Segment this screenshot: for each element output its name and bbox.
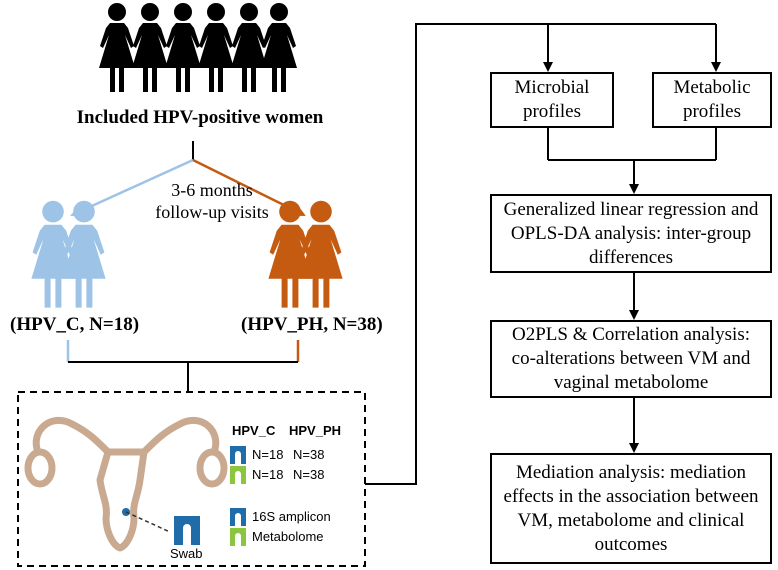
uterus-illustration: [24, 416, 228, 552]
sampling-row1-c: N=18: [252, 447, 284, 462]
swab-pointer-line: [125, 511, 171, 533]
followup-line1: 3-6 months: [171, 180, 253, 200]
step3-text: Mediation analysis: mediation effects in…: [503, 461, 759, 555]
metabolic-profiles-text: Metabolic profiles: [673, 77, 751, 122]
control-women-icons: [31, 200, 106, 308]
metabolome-legend-icons: [230, 466, 246, 546]
control-arrow: [70, 158, 194, 217]
persistence-arrow: [192, 158, 306, 217]
sampling-point: [122, 508, 130, 516]
step1-box: Generalized linear regression and OPLS-D…: [490, 194, 772, 273]
microbial-profiles-box: Microbial profiles: [490, 72, 614, 128]
swab-icon: [174, 516, 200, 545]
sampling-col-hpv-ph: HPV_PH: [289, 423, 342, 438]
sampling-row1-ph: N=38: [293, 447, 325, 462]
swab-label: Swab: [170, 546, 203, 561]
cohort-women-icons: [99, 3, 297, 92]
sampling-row2-c: N=18: [252, 467, 284, 482]
cohort-title: Included HPV-positive women: [76, 107, 324, 128]
persistence-group-label: (HPV_PH, N=38): [241, 314, 383, 335]
16s-legend-icons: [230, 446, 246, 526]
step2-text: O2PLS & Correlation analysis: co-alterat…: [511, 324, 751, 393]
metabolic-profiles-box: Metabolic profiles: [652, 72, 772, 128]
sampling-col-hpv-c: HPV_C: [232, 423, 276, 438]
legend-16s-label: 16S amplicon: [252, 509, 331, 524]
followup-line2: follow-up visits: [155, 202, 269, 222]
step2-box: O2PLS & Correlation analysis: co-alterat…: [490, 320, 772, 398]
control-group-label: (HPV_C, N=18): [10, 314, 140, 335]
step1-text: Generalized linear regression and OPLS-D…: [503, 198, 759, 268]
legend-metabolome-label: Metabolome: [252, 529, 324, 544]
step3-box: Mediation analysis: mediation effects in…: [490, 453, 772, 564]
sampling-row2-ph: N=38: [293, 467, 325, 482]
microbial-profiles-text: Microbial profiles: [514, 77, 590, 122]
sampling-to-flow-connector: [365, 23, 716, 485]
sampling-box: [17, 391, 366, 567]
